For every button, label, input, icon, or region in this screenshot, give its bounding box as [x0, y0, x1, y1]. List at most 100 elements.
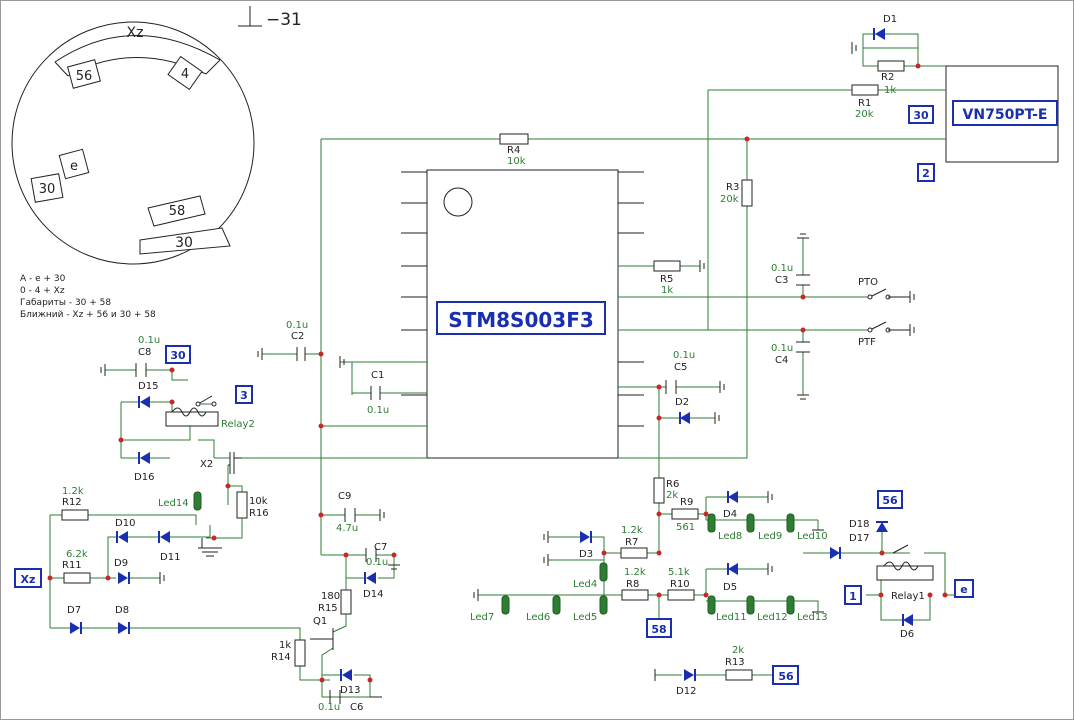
label-r10: R10 [670, 579, 690, 590]
label-led5: Led5 [573, 612, 597, 623]
value-r2: 1k [884, 85, 896, 96]
label-x2: X2 [200, 459, 213, 470]
terminal-56-bottom: 56 [778, 670, 794, 683]
label-led14: Led14 [158, 498, 189, 509]
label-led9: Led9 [758, 531, 782, 542]
connector-diagram [11, 21, 255, 265]
label-r3: R3 [726, 182, 739, 193]
ground-title: −31 [266, 10, 302, 30]
mcu-chip [401, 169, 644, 459]
value-r1: 20k [855, 109, 874, 120]
label-d17: D17 [849, 533, 869, 544]
pin-label-xz: Xz [127, 25, 144, 41]
label-d4: D4 [723, 509, 737, 520]
diodes [70, 28, 913, 681]
label-c6: C6 [350, 702, 363, 713]
label-r12: R12 [62, 497, 82, 508]
label-led8: Led8 [718, 531, 742, 542]
value-r6: 2k [666, 490, 678, 501]
ground-31-symbol [238, 6, 262, 27]
label-r9: R9 [680, 497, 693, 508]
value-c7: 0.1u [366, 557, 388, 568]
label-d16: D16 [134, 472, 154, 483]
value-c1: 0.1u [367, 405, 389, 416]
terminal-xz: Xz [21, 573, 36, 586]
label-d1: D1 [883, 14, 897, 25]
terminal-1: 1 [849, 590, 857, 603]
label-relay2: Relay2 [221, 419, 255, 430]
terminal-58: 58 [651, 623, 666, 636]
note-line-4: Ближний - Xz + 56 и 30 + 58 [20, 310, 156, 320]
value-c8: 0.1u [138, 335, 160, 346]
label-r4: R4 [507, 145, 520, 156]
value-r5: 1k [661, 285, 673, 296]
label-r5: R5 [660, 274, 673, 285]
label-d10: D10 [115, 518, 135, 529]
value-c2: 0.1u [286, 320, 308, 331]
value-r15: 180 [321, 591, 340, 602]
label-c5: C5 [674, 362, 687, 373]
label-r8: R8 [626, 579, 639, 590]
terminal-e: e [960, 583, 967, 596]
pin-label-30a: 30 [39, 182, 56, 197]
leds [193, 491, 795, 615]
value-c6: 0.1u [318, 702, 340, 713]
value-r16: 10k [249, 496, 268, 507]
terminal-2: 2 [922, 167, 930, 180]
note-line-1: A - e + 30 [20, 274, 66, 284]
label-d13: D13 [340, 685, 360, 696]
terminal-30-top: 30 [913, 109, 929, 122]
label-d14: D14 [363, 589, 383, 600]
label-r11: R11 [62, 560, 82, 571]
label-d18: D18 [849, 519, 869, 530]
label-r14: R14 [271, 652, 291, 663]
driver-chip [945, 65, 1059, 163]
value-c4: 0.1u [771, 343, 793, 354]
label-c9: C9 [338, 491, 351, 502]
label-c3: C3 [775, 275, 788, 286]
label-d7: D7 [67, 605, 81, 616]
label-c7: C7 [374, 542, 387, 553]
pin-label-58: 58 [169, 204, 186, 219]
label-led7: Led7 [470, 612, 494, 623]
ground-symbols [100, 42, 915, 698]
value-c5: 0.1u [673, 350, 695, 361]
label-c4: C4 [775, 355, 788, 366]
label-ptf: PTF [858, 337, 876, 348]
driver-name: VN750PT-E [963, 107, 1048, 123]
label-r6: R6 [666, 479, 679, 490]
terminal-boxes [14, 105, 974, 685]
label-r1: R1 [858, 98, 871, 109]
label-r2: R2 [881, 72, 894, 83]
label-led11: Led11 [716, 612, 747, 623]
value-r8: 1.2k [624, 567, 646, 578]
pin-label-4: 4 [181, 67, 189, 82]
label-r15: R15 [318, 603, 338, 614]
label-d11: D11 [160, 552, 180, 563]
label-c1: C1 [371, 370, 384, 381]
pin-label-e: e [70, 159, 78, 174]
value-r14: 1k [279, 640, 291, 651]
label-d3: D3 [579, 549, 593, 560]
junctions [47, 63, 948, 683]
capacitors [135, 274, 810, 704]
note-line-3: Габариты - 30 + 58 [20, 298, 111, 308]
label-relay1: Relay1 [891, 591, 925, 602]
mosfet-x2 [228, 452, 242, 474]
label-r16: R16 [249, 508, 269, 519]
value-r7: 1.2k [621, 525, 643, 536]
label-d15: D15 [138, 381, 158, 392]
value-r4: 10k [507, 156, 526, 167]
label-r13: R13 [725, 657, 745, 668]
label-r7: R7 [625, 537, 638, 548]
label-led10: Led10 [797, 531, 828, 542]
pin-label-30b: 30 [175, 235, 193, 251]
label-d6: D6 [900, 629, 914, 640]
value-r11: 6.2k [66, 549, 88, 560]
label-d2: D2 [675, 397, 689, 408]
label-d12: D12 [676, 686, 696, 697]
component-labels: D1 R2 1k R1 20k R4 10k R3 20k R5 1k 0.1u… [62, 14, 925, 713]
relay-coils [165, 407, 934, 581]
label-led12: Led12 [757, 612, 788, 623]
value-r13: 2k [732, 645, 744, 656]
